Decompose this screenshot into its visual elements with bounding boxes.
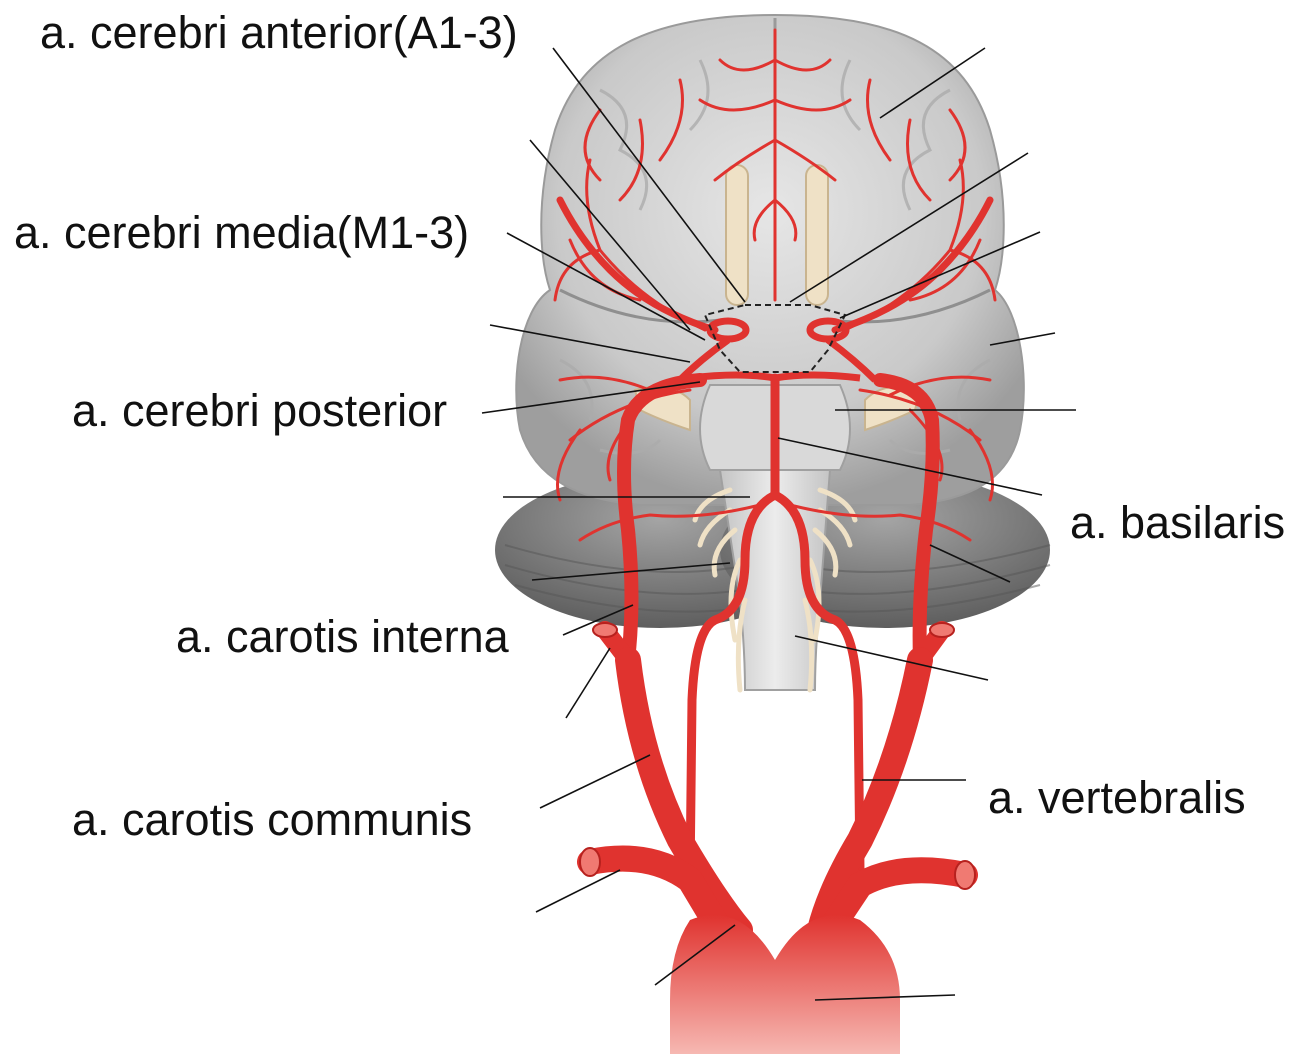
label-cerebri-media: a. cerebri media(M1-3) (14, 208, 469, 258)
label-carotis-interna: a. carotis interna (176, 612, 509, 662)
label-basilaris: a. basilaris (1070, 498, 1285, 548)
label-vertebralis: a. vertebralis (988, 773, 1246, 823)
label-carotis-communis: a. carotis communis (72, 795, 472, 845)
subclavian-arteries (580, 848, 975, 930)
label-cerebri-posterior: a. cerebri posterior (72, 386, 447, 436)
aortic-arch (670, 915, 900, 1054)
label-cerebri-anterior: a. cerebri anterior(A1-3) (40, 8, 518, 58)
